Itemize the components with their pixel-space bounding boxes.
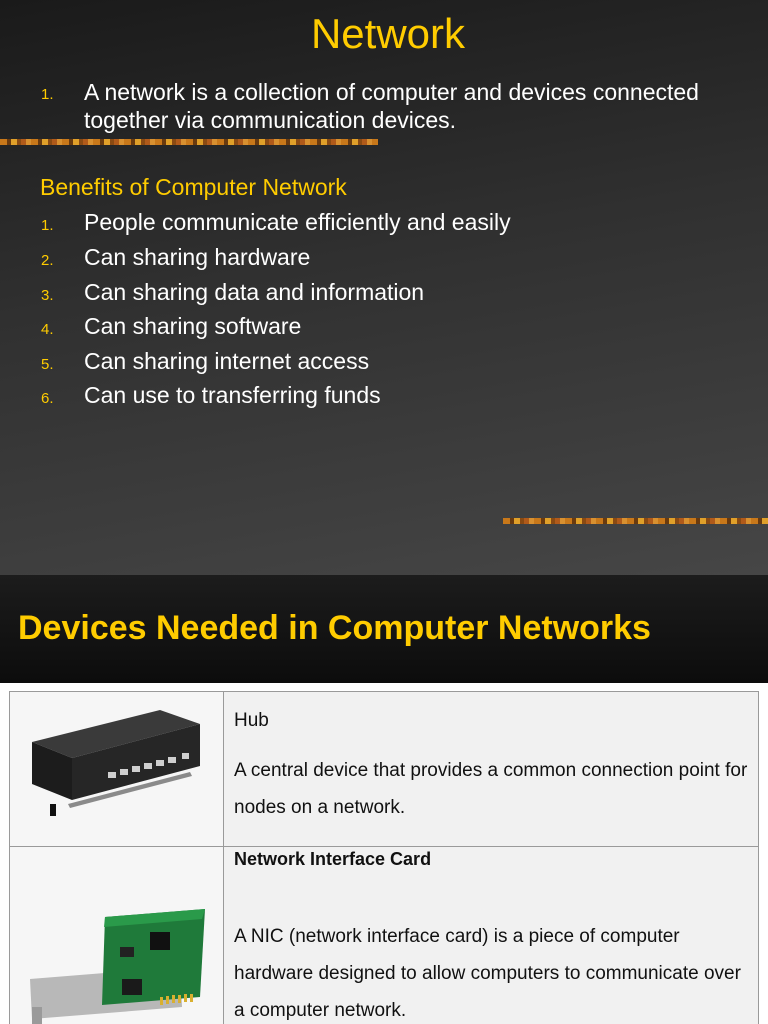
benefit-number: 2. [41,252,54,269]
device-name: Hub [234,710,269,731]
intro-text: A network is a collection of computer an… [84,79,699,133]
benefit-number: 3. [41,287,54,304]
slide-network: Network 1. A network is a collection of … [0,0,768,575]
decorative-stripe-top [0,139,378,145]
nic-image [10,847,224,1024]
benefit-item: Can sharing software [84,313,302,339]
slide-header: Devices Needed in Computer Networks [0,575,768,683]
table-row: Network Interface Card A NIC (network in… [10,847,758,1024]
slide-devices: Devices Needed in Computer Networks [0,575,768,1024]
table-row: Hub A central device that provides a com… [10,692,758,847]
benefit-number: 5. [41,356,54,373]
device-description: A central device that provides a common … [234,760,748,818]
hub-cell: Hub A central device that provides a com… [224,692,758,846]
intro-number: 1. [41,86,54,103]
benefit-item: Can sharing internet access [84,348,370,374]
benefit-item: Can use to transferring funds [84,382,381,408]
benefit-item: People communicate efficiently and easil… [84,209,511,235]
devices-table: Hub A central device that provides a com… [9,691,759,1024]
slide-title: Network [310,10,466,57]
benefits-heading: Benefits of Computer Network [40,174,347,200]
device-description: A NIC (network interface card) is a piec… [234,926,741,1021]
benefit-number: 1. [41,217,54,234]
benefit-number: 4. [41,321,54,338]
hub-image [10,692,224,846]
benefit-item: Can sharing hardware [84,244,311,270]
benefit-number: 6. [41,390,54,407]
device-name: Network Interface Card [234,849,432,869]
decorative-stripe-bottom [503,518,768,524]
benefit-item: Can sharing data and information [84,279,425,305]
nic-cell: Network Interface Card A NIC (network in… [224,847,758,1024]
slide-title: Devices Needed in Computer Networks [18,609,651,647]
